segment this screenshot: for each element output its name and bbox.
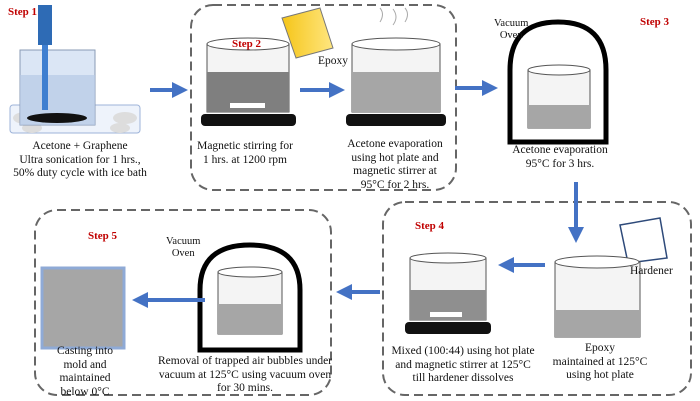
beaker-stirring-icon bbox=[201, 37, 296, 126]
caption-line: using hot plate bbox=[566, 369, 634, 381]
step4-caption-a: Epoxy maintained at 125°C using hot plat… bbox=[545, 342, 655, 383]
vacuum-oven-label: Vacuum Oven bbox=[494, 18, 528, 42]
caption-line: mold and bbox=[63, 358, 107, 371]
caption-line: Mixed (100:44) using hot plate bbox=[391, 345, 535, 357]
caption-line: 50% duty cycle with ice bath bbox=[13, 167, 147, 179]
caption-line: using hot plate and bbox=[351, 151, 439, 164]
caption-line: below 0°C bbox=[60, 385, 110, 398]
label-line: Oven bbox=[171, 248, 195, 259]
beaker-epoxy-icon bbox=[554, 255, 641, 338]
mold-icon bbox=[40, 266, 126, 350]
step1-label: Step 1 bbox=[8, 6, 38, 18]
caption-line: vacuum at 125°C using vacuum oven bbox=[158, 368, 332, 381]
step5-caption-b: Casting into mold and maintained below 0… bbox=[45, 345, 125, 399]
vacuum-oven-icon-2 bbox=[197, 242, 303, 353]
caption-line: maintained at 125°C bbox=[552, 355, 648, 368]
step2-caption-b: Acetone evaporation using hot plate and … bbox=[340, 138, 450, 192]
step5-caption-a: Removal of trapped air bubbles under vac… bbox=[155, 355, 335, 396]
step4-caption-b: Mixed (100:44) using hot plate and magne… bbox=[388, 345, 538, 386]
sonicator-icon bbox=[9, 5, 141, 134]
label-line: Oven bbox=[499, 30, 523, 41]
beaker-evaporation-icon bbox=[346, 7, 446, 126]
step2-label: Step 2 bbox=[232, 38, 262, 50]
caption-line: till hardener dissolves bbox=[412, 372, 514, 384]
caption-line: Removal of trapped air bubbles under bbox=[157, 355, 333, 367]
beaker-mixing-icon bbox=[405, 252, 491, 334]
caption-line: and magnetic stirrer at 125°C bbox=[395, 358, 531, 371]
caption-line: for 30 mins. bbox=[217, 382, 273, 394]
step1-caption: Acetone + Graphene Ultra sonication for … bbox=[5, 140, 155, 181]
caption-line: Acetone + Graphene bbox=[32, 140, 128, 152]
step2-box bbox=[190, 4, 457, 191]
caption-line: 1 hrs. at 1200 rpm bbox=[202, 153, 287, 166]
step5-box bbox=[34, 209, 332, 396]
step5-label: Step 5 bbox=[88, 230, 118, 242]
caption-line: maintained bbox=[59, 372, 111, 384]
label-line: Vacuum bbox=[494, 18, 529, 29]
epoxy-label: Epoxy bbox=[318, 55, 349, 67]
step2-caption-a: Magnetic stirring for 1 hrs. at 1200 rpm bbox=[195, 140, 295, 167]
caption-line: Acetone evaporation bbox=[347, 138, 443, 150]
caption-line: 95°C for 3 hrs. bbox=[525, 157, 595, 170]
caption-line: 95°C for 2 hrs. bbox=[360, 178, 430, 191]
caption-line: Ultra sonication for 1 hrs., bbox=[19, 153, 141, 166]
caption-line: Acetone evaporation bbox=[512, 144, 608, 156]
caption-line: Epoxy bbox=[584, 342, 616, 354]
epoxy-cup-icon bbox=[281, 7, 334, 59]
caption-line: magnetic stirrer at bbox=[353, 165, 437, 177]
step4-label: Step 4 bbox=[415, 220, 445, 232]
label-line: Vacuum bbox=[166, 236, 201, 247]
step4-box bbox=[382, 201, 692, 396]
hardener-label: Hardener bbox=[630, 265, 673, 277]
hardener-cup-icon bbox=[619, 217, 668, 264]
caption-line: Casting into bbox=[57, 345, 113, 357]
step3-caption: Acetone evaporation 95°C for 3 hrs. bbox=[505, 144, 615, 171]
flow-arrows bbox=[132, 80, 584, 308]
vacuum-oven-label-2: Vacuum Oven bbox=[166, 236, 200, 260]
caption-line: Magnetic stirring for bbox=[197, 140, 293, 152]
vacuum-oven-icon bbox=[507, 19, 609, 145]
step3-label: Step 3 bbox=[640, 16, 670, 28]
